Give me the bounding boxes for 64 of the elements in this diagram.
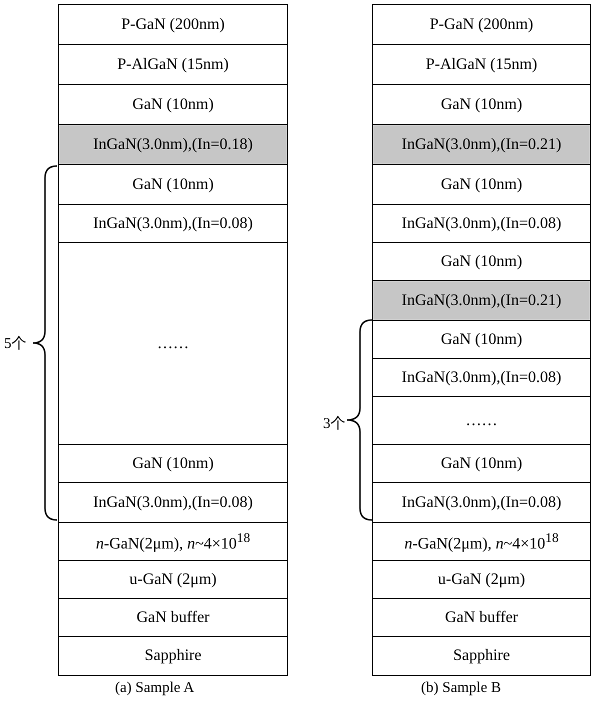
layer-label: GaN (10nm): [440, 330, 522, 349]
layer-label: P-GaN (200nm): [121, 16, 225, 34]
sub-caption: (b) Sample B: [421, 680, 501, 697]
layer: [372, 522, 591, 562]
layer-label: GaN (10nm): [132, 96, 214, 114]
layer: [58, 636, 288, 676]
layer-label: GaN (10nm): [440, 252, 522, 271]
highlighted-layer: [372, 280, 591, 322]
layer: [58, 164, 288, 206]
layer-label: GaN (10nm): [132, 176, 214, 194]
layer-label: GaN buffer: [444, 608, 518, 627]
repeat-count: 5个: [4, 334, 26, 353]
layer-label: Sapphire: [453, 646, 510, 665]
layer-label: u-GaN (2μm): [129, 570, 217, 589]
layer: [58, 482, 288, 524]
layer: [58, 4, 288, 46]
layer-label: GaN (10nm): [440, 96, 522, 114]
layer: [372, 560, 591, 600]
layer: [372, 4, 591, 46]
highlighted-layer: [58, 124, 288, 166]
layer-label: InGaN(3.0nm),(In=0.18): [93, 136, 253, 154]
layer: [372, 44, 591, 86]
layer-label: n-GaN(2μm), n~4×10$^{18}$: [404, 530, 559, 554]
layer-label: InGaN(3.0nm),(In=0.08): [402, 368, 562, 387]
layer: [58, 44, 288, 86]
layer: [372, 396, 591, 446]
layer: [58, 242, 288, 446]
layer: [372, 636, 591, 676]
layer: [58, 560, 288, 600]
layer-label: ……: [157, 334, 189, 353]
layer: [58, 522, 288, 562]
layer: [372, 358, 591, 398]
layer-label: ……: [466, 412, 498, 430]
layer-label: GaN (10nm): [440, 454, 522, 473]
layer-label: P-AlGaN (15nm): [117, 56, 229, 74]
layer: [372, 164, 591, 206]
layer-label: InGaN(3.0nm),(In=0.21): [402, 136, 562, 154]
layer-label: InGaN(3.0nm),(In=0.08): [93, 494, 253, 512]
layer-label: InGaN(3.0nm),(In=0.08): [402, 214, 562, 233]
layer-label: InGaN(3.0nm),(In=0.08): [93, 214, 253, 233]
layer-label: GaN (10nm): [132, 454, 214, 473]
layer-label: u-GaN (2μm): [438, 570, 526, 589]
layer-label: P-AlGaN (15nm): [426, 56, 538, 74]
layer-label: P-GaN (200nm): [430, 16, 534, 34]
layer: [372, 204, 591, 244]
highlighted-layer: [372, 124, 591, 166]
layer-label: InGaN(3.0nm),(In=0.08): [402, 494, 562, 512]
layer: [372, 242, 591, 282]
sub-caption: (a) Sample A: [115, 680, 194, 697]
layer: [58, 444, 288, 484]
layer: [372, 598, 591, 638]
layer: [58, 204, 288, 244]
layer: [58, 84, 288, 126]
layer: [372, 84, 591, 126]
layer-label: Sapphire: [144, 646, 202, 665]
layer-label: GaN buffer: [136, 608, 210, 627]
layer: [372, 320, 591, 360]
layer-label: n-GaN(2μm), n~4×10$^{18}$: [96, 530, 250, 554]
layer-label: InGaN(3.0nm),(In=0.21): [402, 292, 562, 310]
layer: [372, 444, 591, 484]
layer: [372, 482, 591, 524]
layer: [58, 598, 288, 638]
repeat-count: 3个: [323, 414, 346, 433]
layer-label: GaN (10nm): [440, 176, 522, 194]
